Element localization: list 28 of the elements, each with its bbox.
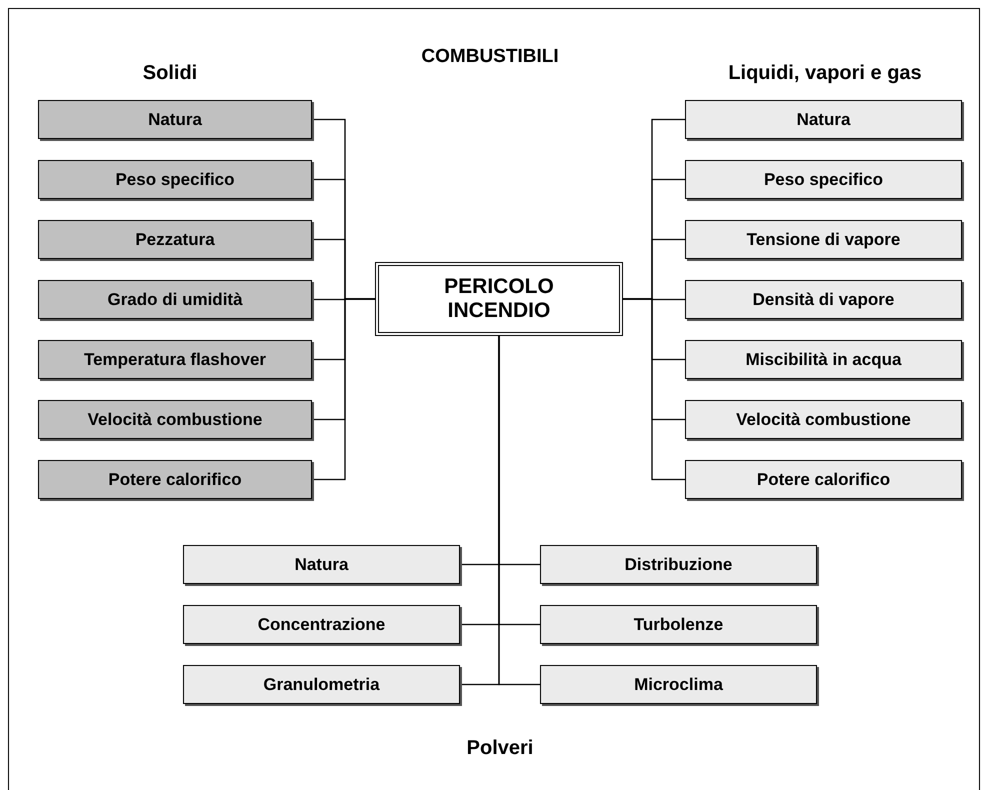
group-heading: Solidi <box>142 62 198 85</box>
factor-box: Distribuzione <box>540 545 817 584</box>
factor-box: Natura <box>183 545 460 584</box>
group-heading: Liquidi, vapori e gas <box>728 62 922 85</box>
factor-box: Velocità combustione <box>38 400 312 439</box>
factor-box: Granulometria <box>183 665 460 704</box>
factor-box: Microclima <box>540 665 817 704</box>
factor-box: Potere calorifico <box>38 460 312 499</box>
connector-line <box>312 298 375 480</box>
factor-box: Peso specifico <box>685 160 962 199</box>
factor-box: Natura <box>38 100 312 139</box>
factor-box: Peso specifico <box>38 160 312 199</box>
factor-box: Velocità combustione <box>685 400 962 439</box>
central-box: PERICOLO INCENDIO <box>375 262 623 336</box>
connector-line <box>623 298 685 480</box>
group-heading: Polveri <box>466 737 534 760</box>
title: COMBUSTIBILI <box>421 46 559 68</box>
factor-box: Grado di umidità <box>38 280 312 319</box>
factor-box: Pezzatura <box>38 220 312 259</box>
factor-box: Miscibilità in acqua <box>685 340 962 379</box>
factor-box: Potere calorifico <box>685 460 962 499</box>
factor-box: Densità di vapore <box>685 280 962 319</box>
factor-box: Temperatura flashover <box>38 340 312 379</box>
factor-box: Tensione di vapore <box>685 220 962 259</box>
connector-line <box>498 336 540 686</box>
factor-box: Concentrazione <box>183 605 460 644</box>
factor-box: Turbolenze <box>540 605 817 644</box>
factor-box: Natura <box>685 100 962 139</box>
